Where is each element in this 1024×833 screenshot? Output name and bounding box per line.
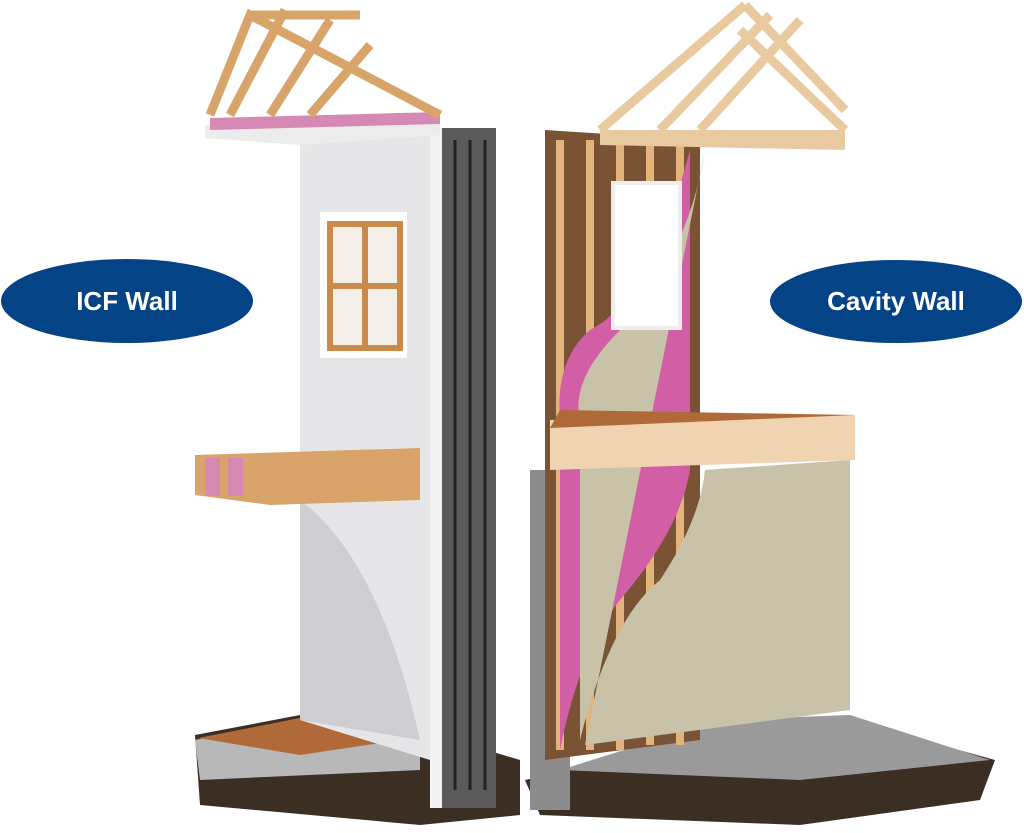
icf-ceiling-insulation — [210, 112, 440, 130]
icf-floor-joists — [195, 448, 420, 505]
cavity-floor-deck — [550, 410, 855, 428]
icf-floor — [198, 718, 400, 755]
icf-wall-label-text: ICF Wall — [76, 285, 178, 316]
cavity-slab — [560, 715, 990, 780]
cavity-wall-label: Cavity Wall — [770, 260, 1022, 343]
icf-wall-model — [195, 7, 520, 825]
icf-rebar — [453, 140, 487, 790]
cavity-floor-joists — [550, 415, 855, 470]
cavity-wall-model — [525, 1, 995, 825]
icf-concrete-core — [440, 128, 496, 808]
icf-foam-form — [430, 128, 442, 808]
icf-drywall-shade — [300, 500, 420, 740]
icf-joist-insulation — [205, 458, 243, 496]
cavity-wall-label-text: Cavity Wall — [827, 286, 965, 316]
icf-window-mullions — [330, 224, 400, 348]
cavity-ceiling — [600, 130, 845, 150]
icf-wall-label: ICF Wall — [1, 259, 253, 343]
cavity-window — [611, 181, 682, 330]
icf-roof-trusses — [205, 7, 443, 119]
cavity-roof-trusses — [597, 1, 849, 134]
